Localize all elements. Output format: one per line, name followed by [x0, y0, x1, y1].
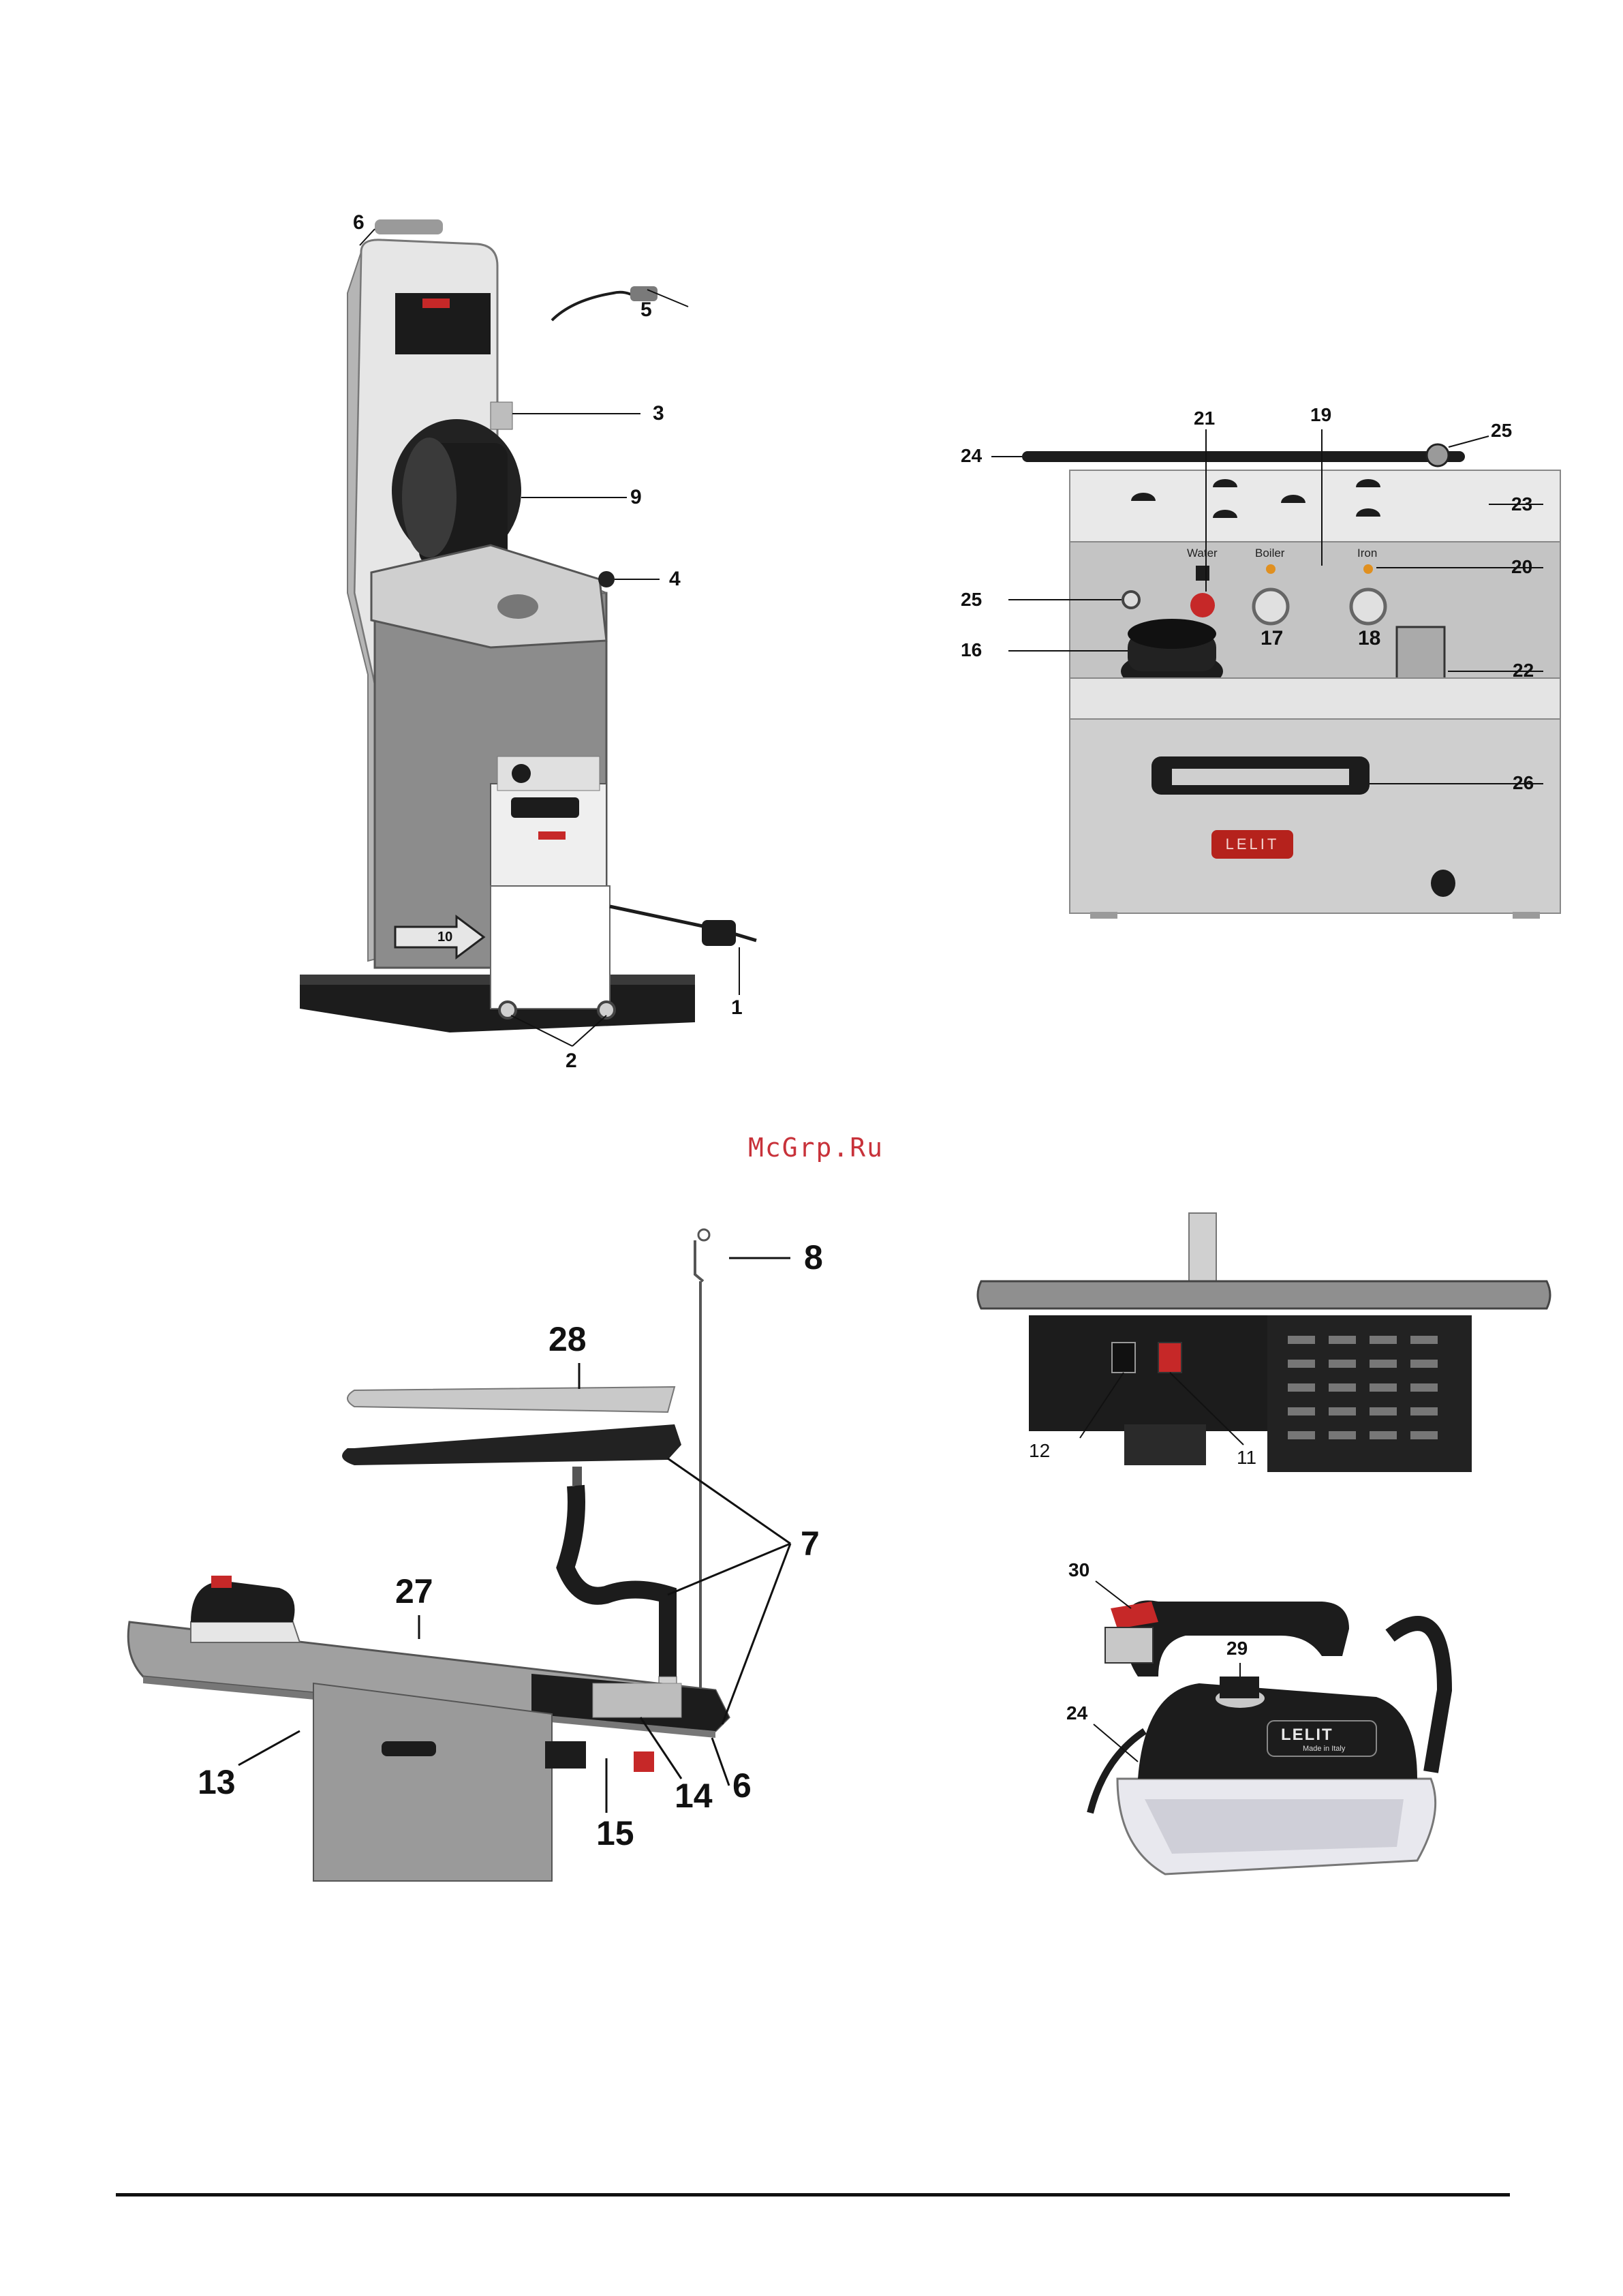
panel-callout: 23	[1511, 495, 1532, 514]
stand-callout: 2	[566, 1051, 577, 1071]
switches-illustration	[974, 1213, 1554, 1499]
water-label: Water	[1187, 547, 1218, 560]
board-callout: 27	[395, 1574, 433, 1608]
board-callout: 7	[801, 1527, 820, 1561]
stand-callout: 1	[731, 998, 743, 1018]
board-callout: 14	[675, 1779, 713, 1813]
board-figure: 8 28 7 27 13 14 6 15	[129, 1213, 893, 1881]
stand-callout: 6	[353, 213, 365, 233]
panel-callout: 22	[1513, 661, 1534, 680]
board-callout: 8	[804, 1240, 823, 1274]
stand-callout: 4	[669, 569, 681, 590]
boiler-label: Boiler	[1255, 547, 1284, 560]
iron-callout: 24	[1066, 1704, 1087, 1723]
stand-illustration	[286, 225, 790, 1124]
board-illustration	[129, 1213, 893, 1881]
footer-rule	[116, 2193, 1510, 2196]
iron-figure: 30 29 24 LELIT Made in Italy	[1063, 1554, 1485, 1908]
stand-callout: 5	[640, 300, 652, 320]
switch-callout: 11	[1237, 1448, 1256, 1467]
panel-brand-badge: LELIT	[1211, 830, 1293, 859]
stand-callout: 9	[630, 487, 642, 508]
iron-switch-number: 18	[1358, 627, 1380, 650]
iron-brand-sub: Made in Italy	[1303, 1745, 1345, 1753]
panel-callout: 26	[1513, 774, 1534, 793]
panel-callout: 21	[1194, 409, 1215, 428]
iron-callout: 29	[1226, 1639, 1248, 1658]
switch-callout: 12	[1029, 1441, 1050, 1460]
iron-callout: 30	[1068, 1561, 1089, 1580]
boiler-switch-number: 17	[1261, 627, 1283, 650]
panel-callout: 16	[961, 641, 982, 660]
board-callout: 15	[596, 1816, 634, 1850]
control-panel-figure: 21 19 25 24 23 20 25 16 17 18 22 26 Wate…	[968, 402, 1554, 940]
stand-callout: 10	[437, 930, 452, 944]
board-callout: 28	[548, 1322, 587, 1356]
panel-callout: 20	[1511, 557, 1532, 577]
watermark: McGrp.Ru	[748, 1133, 884, 1163]
switches-figure: 12 11	[974, 1213, 1554, 1499]
panel-callout: 24	[961, 446, 982, 465]
panel-callout: 25	[961, 590, 982, 609]
stand-callout: 3	[653, 403, 664, 424]
iron-brand-logo: LELIT	[1281, 1726, 1333, 1745]
iron-illustration	[1063, 1554, 1485, 1908]
iron-label: Iron	[1357, 547, 1377, 560]
board-callout: 6	[732, 1769, 752, 1803]
board-callout: 13	[198, 1765, 236, 1799]
stand-figure: 6 5 3 9 4 10 1 2	[286, 225, 790, 1124]
panel-callout: 25	[1491, 421, 1512, 440]
panel-callout: 19	[1310, 405, 1331, 425]
control-panel-illustration	[968, 402, 1554, 940]
